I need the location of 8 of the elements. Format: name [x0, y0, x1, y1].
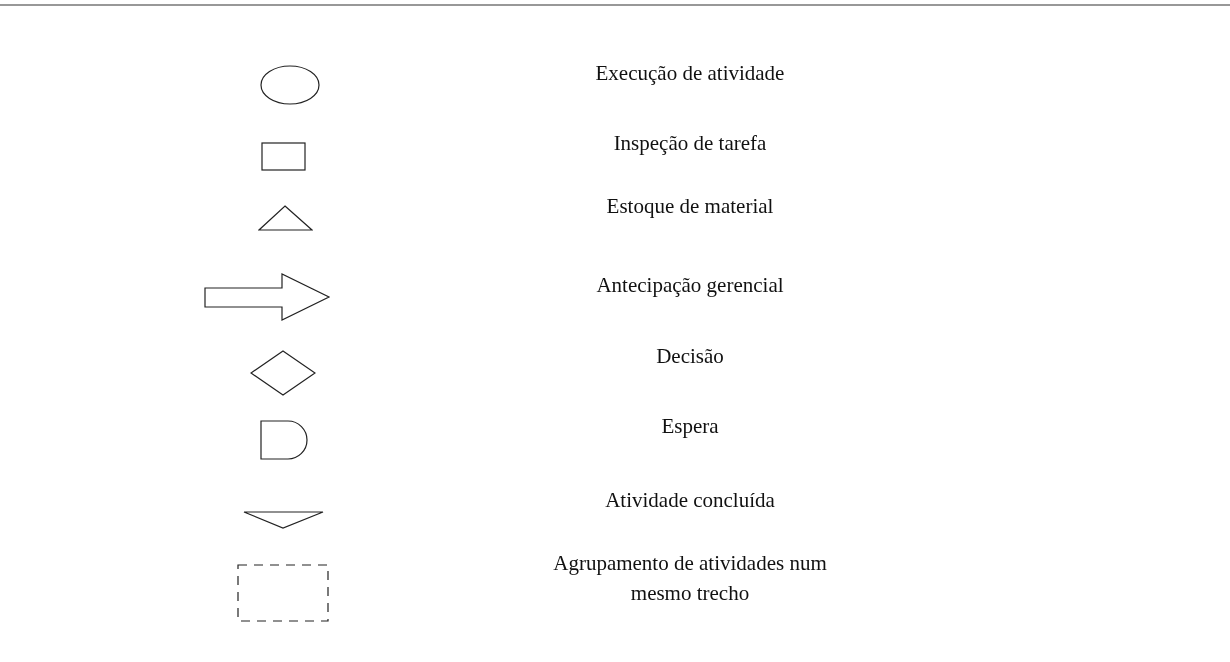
legend-label: Decisão	[655, 343, 725, 370]
legend-label: Espera	[660, 413, 720, 440]
legend-label: Estoque de material	[605, 193, 775, 220]
legend-label: Atividade concluída	[604, 487, 776, 514]
legend-label: Execução de atividade	[594, 60, 786, 87]
legend-label: Inspeção de tarefa	[612, 130, 768, 157]
legend-label: Antecipação gerencial	[595, 272, 785, 299]
legend-label: Agrupamento de atividades num mesmo trecho	[552, 550, 828, 607]
